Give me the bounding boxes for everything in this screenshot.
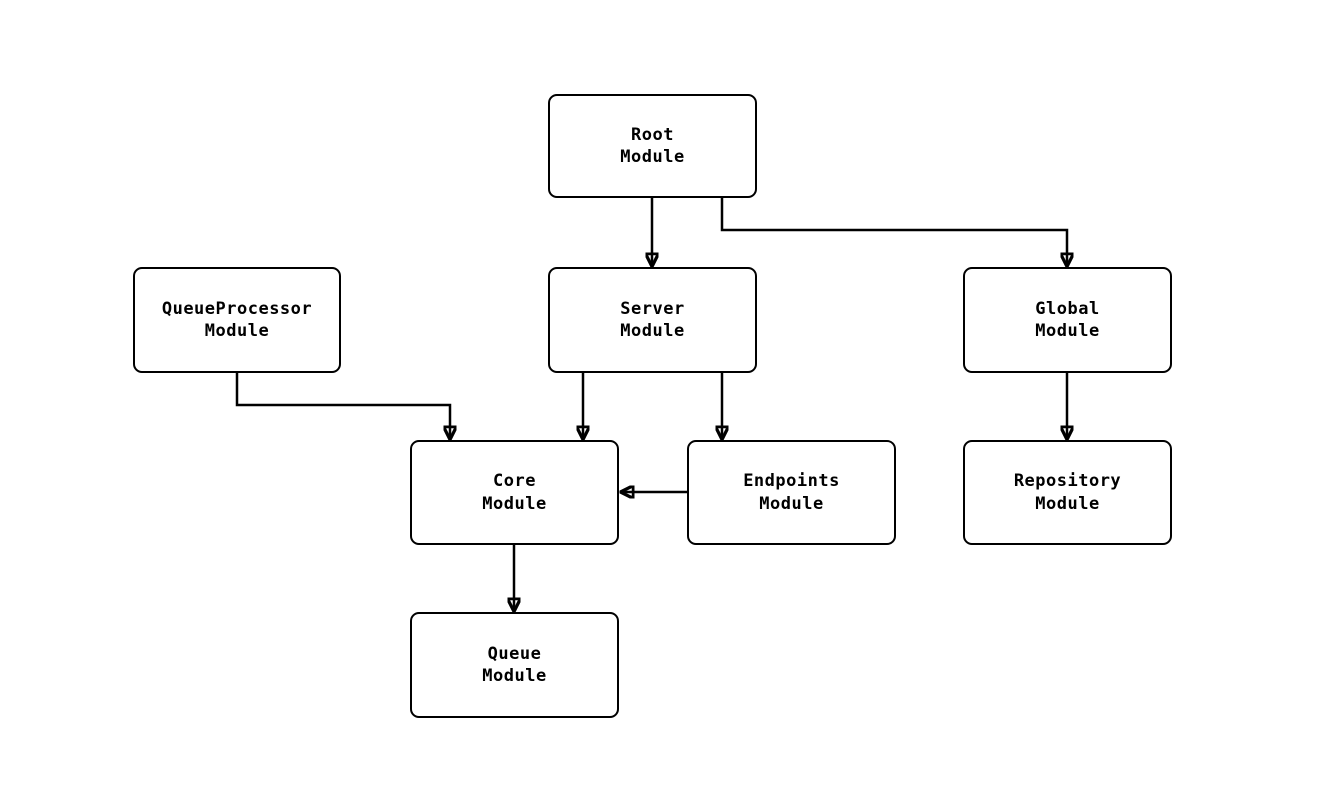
node-endpoints-module: Endpoints Module xyxy=(687,440,896,545)
node-repository-module: Repository Module xyxy=(963,440,1172,545)
node-endpoints-module-label: Endpoints Module xyxy=(743,471,840,514)
node-server-module: Server Module xyxy=(548,267,757,373)
node-global-module: Global Module xyxy=(963,267,1172,373)
node-queueprocessor-module-label: QueueProcessor Module xyxy=(161,298,313,341)
node-core-module-label: Core Module xyxy=(482,471,547,514)
node-core-module: Core Module xyxy=(410,440,619,545)
node-queue-module: Queue Module xyxy=(410,612,619,718)
node-root-module: Root Module xyxy=(548,94,757,198)
edge-root-to-global xyxy=(720,198,1067,264)
node-server-module-label: Server Module xyxy=(620,298,685,341)
node-root-module-label: Root Module xyxy=(620,124,685,167)
node-queueprocessor-module: QueueProcessor Module xyxy=(133,267,341,373)
node-repository-module-label: Repository Module xyxy=(1013,471,1122,514)
node-queue-module-label: Queue Module xyxy=(482,643,547,686)
edge-queueprocessor-to-core xyxy=(235,373,450,437)
node-global-module-label: Global Module xyxy=(1035,298,1100,341)
